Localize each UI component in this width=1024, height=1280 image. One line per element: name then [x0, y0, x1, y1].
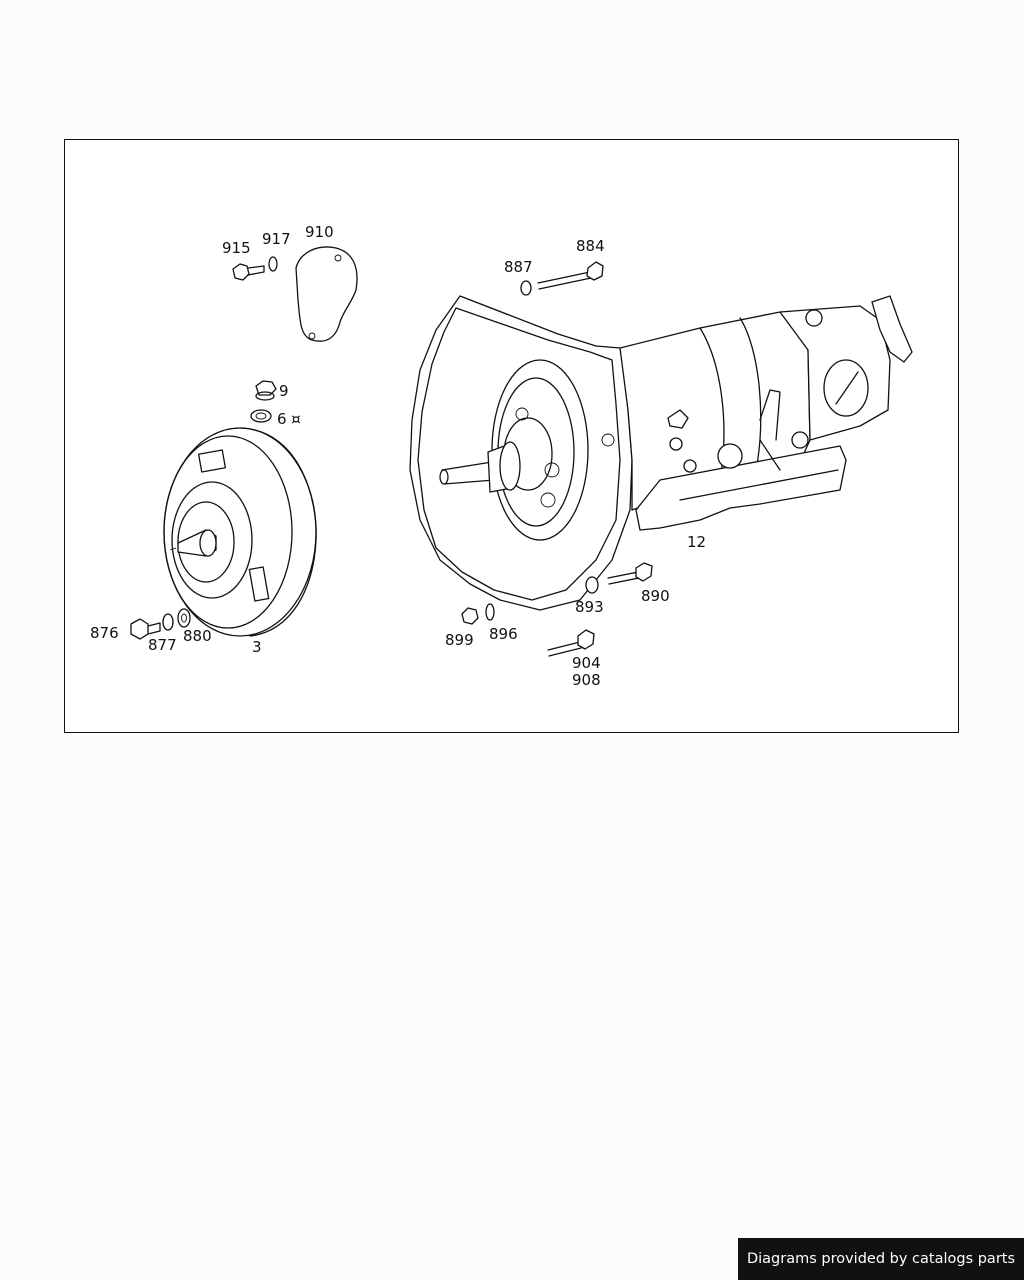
callout-890: 890	[641, 587, 670, 605]
diagram-credit-banner: Diagrams provided by catalogs parts	[738, 1238, 1024, 1280]
washer-877	[162, 613, 174, 631]
cover-plate-910	[295, 246, 358, 342]
callout-6: 6 ¤	[277, 410, 301, 428]
washer-917	[268, 256, 278, 272]
washer-880	[177, 608, 191, 628]
callout-908: 908	[572, 671, 601, 689]
callout-877: 877	[148, 636, 177, 654]
nut-899	[461, 607, 479, 625]
callout-915: 915	[222, 239, 251, 257]
bolt-915	[232, 263, 265, 281]
washer-893	[585, 576, 599, 594]
bolt-884	[537, 261, 604, 290]
callout-12: 12	[687, 533, 706, 551]
callout-9: 9	[279, 382, 289, 400]
callout-3: 3	[252, 638, 262, 656]
washer-896	[485, 603, 495, 621]
transmission-assembly	[409, 295, 913, 611]
washer-887	[520, 280, 532, 296]
callout-896: 896	[489, 625, 518, 643]
bolt-876	[130, 618, 161, 640]
torque-converter	[163, 427, 317, 637]
callout-884: 884	[576, 237, 605, 255]
plug-9	[255, 380, 277, 401]
callout-899: 899	[445, 631, 474, 649]
callout-893: 893	[575, 598, 604, 616]
callout-904: 904	[572, 654, 601, 672]
callout-876: 876	[90, 624, 119, 642]
seal-ring-6	[250, 409, 272, 423]
callout-917: 917	[262, 230, 291, 248]
callout-887: 887	[504, 258, 533, 276]
callout-910: 910	[305, 223, 334, 241]
bolt-890	[607, 562, 653, 585]
callout-880: 880	[183, 627, 212, 645]
bolt-904	[547, 629, 595, 657]
